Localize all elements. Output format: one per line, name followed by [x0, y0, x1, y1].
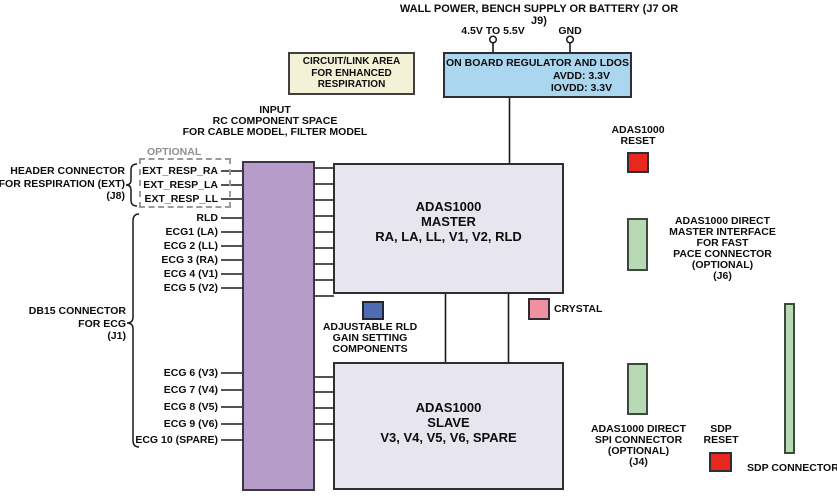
- rc-space-to-master-lines: [314, 167, 334, 297]
- gnd-terminal-circle: [565, 35, 575, 44]
- rc-component-space-block: [242, 161, 315, 491]
- db15-connector-label: DB15 CONNECTOR FOR ECG (J1): [28, 305, 126, 342]
- rc-space-to-slave-lines: [314, 376, 334, 441]
- regulator-box: ON BOARD REGULATOR AND LDOS AVDD: 3.3V I…: [443, 52, 632, 98]
- header-connector-label: HEADER CONNECTOR FOR RESPIRATION (EXT) (…: [0, 165, 125, 202]
- sdp-connector-label: SDP CONNECTOR: [747, 462, 837, 474]
- signal-ecg10: ECG 10 (SPARE): [135, 434, 218, 446]
- rld-gain-components-swatch: [362, 301, 384, 320]
- signal-ecg9: ECG 9 (V6): [163, 418, 218, 430]
- optional-dashed-box: [139, 158, 231, 208]
- power-terminal-stems: [492, 43, 571, 52]
- signal-ecg2: ECG 2 (LL): [163, 240, 218, 252]
- signal-ecg6: ECG 6 (V3): [163, 367, 218, 379]
- optional-label: OPTIONAL: [147, 146, 202, 158]
- ecg-master-input-lines: [221, 217, 243, 289]
- supply-terminal-circle: [488, 35, 498, 44]
- signal-rld: RLD: [196, 212, 218, 224]
- j4-spi-connector: [627, 363, 648, 415]
- signal-ecg3: ECG 3 (RA): [161, 254, 218, 266]
- sdp-reset-button: [709, 452, 732, 472]
- input-rc-space-label: INPUT RC COMPONENT SPACE FOR CABLE MODEL…: [182, 104, 368, 138]
- signal-ecg5: ECG 5 (V2): [163, 282, 218, 294]
- circuit-link-area-box: CIRCUIT/LINK AREA FOR ENHANCED RESPIRATI…: [288, 52, 415, 95]
- gnd-label: GND: [558, 25, 582, 37]
- signal-ext-resp-la: EXT_RESP_LA: [143, 179, 218, 191]
- signal-ecg8: ECG 8 (V5): [163, 401, 218, 413]
- adas1000-reset-button: [627, 152, 649, 173]
- ecg-slave-input-lines: [221, 372, 243, 441]
- supply-voltage-label: 4.5V TO 5.5V: [461, 25, 525, 37]
- adas1000-slave-block: ADAS1000 SLAVE V3, V4, V5, V6, SPARE: [333, 362, 564, 490]
- j6-connector-label: ADAS1000 DIRECT MASTER INTERFACE FOR FAS…: [669, 215, 776, 282]
- signal-ecg7: ECG 7 (V4): [163, 384, 218, 396]
- signal-ecg4: ECG 4 (V1): [163, 268, 218, 280]
- adas1000-master-block: ADAS1000 MASTER RA, LA, LL, V1, V2, RLD: [333, 163, 564, 294]
- rld-gain-label: ADJUSTABLE RLD GAIN SETTING COMPONENTS: [322, 321, 418, 355]
- master-to-slave-lines: [444, 294, 510, 362]
- signal-ecg1: ECG1 (LA): [165, 226, 219, 238]
- crystal-label: CRYSTAL: [554, 303, 603, 315]
- j6-pace-connector: [627, 218, 648, 271]
- crystal-swatch: [528, 298, 550, 320]
- adas1000-reset-label: ADAS1000 RESET: [611, 124, 665, 147]
- signal-ext-resp-ll: EXT_RESP_LL: [144, 193, 218, 205]
- signal-ext-resp-ra: EXT_RESP_RA: [142, 165, 218, 177]
- sdp-connector-bar: [784, 303, 795, 454]
- diagram-title: WALL POWER, BENCH SUPPLY OR BATTERY (J7 …: [399, 3, 679, 27]
- sdp-reset-label: SDP RESET: [703, 423, 739, 446]
- j4-connector-label: ADAS1000 DIRECT SPI CONNECTOR (OPTIONAL)…: [590, 423, 687, 468]
